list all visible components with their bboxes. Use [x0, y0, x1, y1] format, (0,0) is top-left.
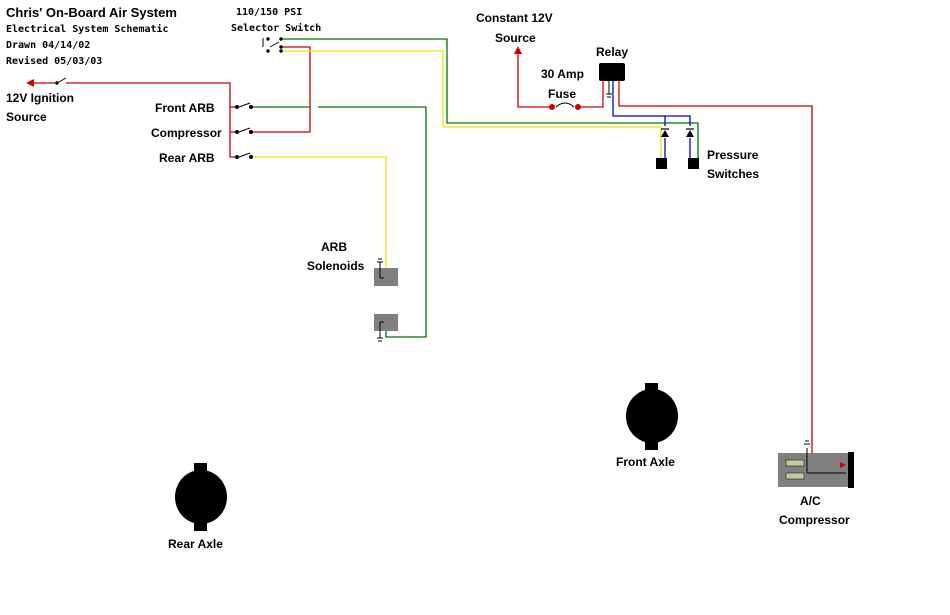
- selector-out-high: [279, 37, 283, 41]
- ignition-source-arrow: [26, 79, 34, 87]
- selector-out-low: [279, 49, 283, 53]
- constant-source-label-2: Source: [495, 31, 536, 45]
- front-arb-to-solenoid-wire-2: [318, 106, 427, 338]
- red-wires: [30, 46, 846, 466]
- compressor-switch-contact-a: [235, 130, 239, 134]
- front-arb-switch-contact-b: [249, 105, 253, 109]
- labels: 110/150 PSI Selector Switch Constant 12V…: [6, 7, 850, 551]
- rear-arb-switch[interactable]: [235, 152, 253, 159]
- relay-to-pressure-blue-wire: [612, 81, 691, 126]
- selector-to-pressure-green-wire: [282, 38, 699, 158]
- relay: [599, 63, 625, 98]
- ac-compressor-clutch: [848, 452, 854, 488]
- rear-arb-to-solenoid-wire: [250, 156, 387, 278]
- front-arb-label: Front ARB: [155, 101, 215, 115]
- constant-source-label-1: Constant 12V: [476, 11, 553, 25]
- selector-switch-label-2: Selector Switch: [231, 22, 321, 34]
- front-axle-housing: [626, 389, 678, 443]
- fuse: [549, 102, 581, 110]
- front-arb-switch-blade: [238, 102, 251, 108]
- fuse-terminal-left: [549, 104, 555, 110]
- selector-blade: [269, 41, 280, 48]
- pressure-switches: [656, 128, 699, 169]
- selector-contact-low: [266, 49, 270, 53]
- blue-wires: [612, 81, 691, 158]
- pressure-diode-left: [661, 130, 669, 137]
- rear-arb-switch-blade: [238, 152, 251, 158]
- rear-axle-label: Rear Axle: [168, 537, 223, 551]
- ac-compressor: [778, 440, 854, 488]
- title-line-4: Revised 05/03/03: [6, 55, 102, 67]
- front-arb-solenoid: [374, 314, 398, 331]
- compressor-to-selector-wire: [250, 46, 311, 133]
- arb-solenoids-label-1: ARB: [321, 240, 347, 254]
- compressor-switch-label: Compressor: [151, 126, 222, 140]
- relay-label: Relay: [596, 45, 628, 59]
- pressure-diode-right: [686, 130, 694, 137]
- ignition-source-label-2: Source: [6, 110, 47, 124]
- selector-switch-label-1: 110/150 PSI: [236, 7, 302, 18]
- ac-compressor-label-2: Compressor: [779, 513, 850, 527]
- compressor-switch-blade: [238, 127, 251, 133]
- ignition-switch[interactable]: [55, 77, 67, 85]
- rear-arb-switch-contact-a: [235, 155, 239, 159]
- ignition-bus-wire: [66, 82, 236, 158]
- front-axle-label: Front Axle: [616, 455, 675, 469]
- arb-solenoids: [374, 258, 398, 342]
- pressure-switches-label-2: Switches: [707, 167, 759, 181]
- fuse-label-1: 30 Amp: [541, 67, 584, 81]
- ac-power-arrow: [840, 462, 846, 468]
- relay-body: [599, 63, 625, 81]
- fuse-to-relay-wire: [579, 81, 604, 108]
- selector-common: [279, 45, 283, 49]
- ignition-switch-blade: [56, 77, 67, 84]
- ac-compressor-slot-top: [785, 459, 805, 467]
- constant-arrow-head: [514, 46, 522, 54]
- front-arb-switch[interactable]: [235, 102, 253, 109]
- fuse-terminal-right: [575, 104, 581, 110]
- compressor-switch[interactable]: [235, 127, 253, 134]
- fuse-element: [555, 102, 575, 108]
- ac-compressor-body: [778, 453, 848, 487]
- selector-contact-high: [266, 37, 270, 41]
- front-axle: [626, 383, 678, 450]
- arb-solenoids-label-2: Solenoids: [307, 259, 365, 273]
- rear-axle: [175, 463, 227, 531]
- yellow-wires: [250, 50, 662, 278]
- constant-source-arrow: [514, 46, 522, 54]
- green-wires: [250, 38, 699, 338]
- title-line-2: Electrical System Schematic: [6, 23, 169, 35]
- ac-compressor-slot-bottom: [785, 472, 805, 480]
- rear-arb-label: Rear ARB: [159, 151, 215, 165]
- pressure-switch-110: [656, 158, 667, 169]
- ignition-source-label-1: 12V Ignition: [6, 91, 74, 105]
- constant-source-wire: [517, 52, 551, 108]
- title-line-1: Chris' On-Board Air System: [6, 5, 177, 20]
- ignition-switch-contact: [55, 81, 59, 85]
- title-line-3: Drawn 04/14/02: [6, 40, 90, 51]
- pressure-switch-150: [688, 158, 699, 169]
- rear-arb-switch-contact-b: [249, 155, 253, 159]
- selector-to-pressure-yellow-wire: [282, 50, 662, 158]
- selector-switch[interactable]: [262, 37, 283, 53]
- rear-axle-housing: [175, 470, 227, 524]
- compressor-switch-contact-b: [249, 130, 253, 134]
- front-arb-switch-contact-a: [235, 105, 239, 109]
- ignition-arrow-head: [26, 79, 34, 87]
- rear-arb-solenoid: [374, 268, 398, 286]
- title-block: Chris' On-Board Air System Electrical Sy…: [6, 5, 177, 67]
- ac-compressor-label-1: A/C: [800, 494, 821, 508]
- pressure-switches-label-1: Pressure: [707, 148, 759, 162]
- fuse-label-2: Fuse: [548, 87, 576, 101]
